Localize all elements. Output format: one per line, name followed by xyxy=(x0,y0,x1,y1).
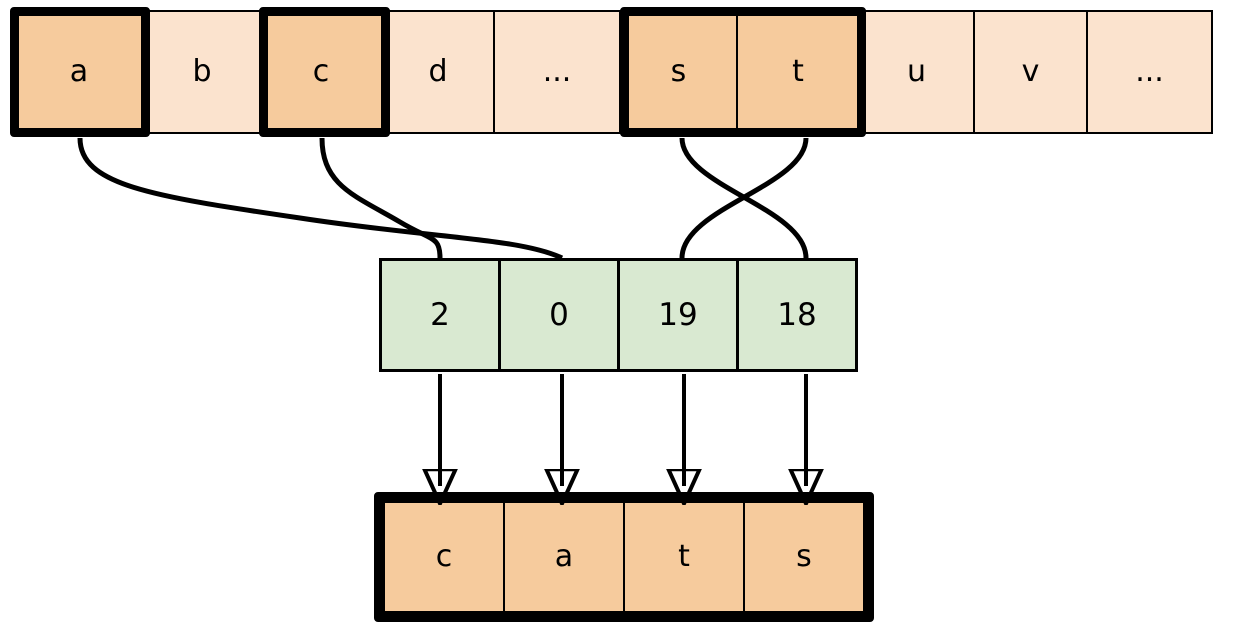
index-cell-0[interactable]: 2 xyxy=(379,258,501,372)
alphabet-cell-c[interactable]: c xyxy=(259,10,383,134)
index-row: 2 0 19 18 xyxy=(379,258,858,372)
alphabet-cell-ellipsis-2[interactable]: ... xyxy=(1086,10,1213,134)
alphabet-cell-b[interactable]: b xyxy=(143,10,261,134)
alphabet-cell-t[interactable]: t xyxy=(736,10,860,134)
alphabet-cell-label: u xyxy=(906,54,926,89)
connector-c-to-2 xyxy=(319,137,443,259)
output-cell-label: s xyxy=(796,539,812,574)
connector-s-to-18 xyxy=(679,137,809,259)
alphabet-cell-label: ... xyxy=(542,54,572,89)
alphabet-cell-label: d xyxy=(428,54,448,89)
alphabet-cell-u[interactable]: u xyxy=(858,10,975,134)
output-cell-3[interactable]: s xyxy=(743,501,865,613)
output-cell-label: c xyxy=(435,539,453,574)
alphabet-cell-label: a xyxy=(69,54,89,89)
index-cell-label: 18 xyxy=(777,296,817,333)
alphabet-cell-a[interactable]: a xyxy=(13,10,145,134)
index-cell-label: 19 xyxy=(658,296,698,333)
output-cell-label: a xyxy=(554,539,574,574)
index-cell-1[interactable]: 0 xyxy=(498,258,620,372)
alphabet-cell-label: t xyxy=(792,54,804,89)
index-cell-label: 0 xyxy=(549,296,569,333)
alphabet-cell-label: v xyxy=(1021,54,1040,89)
alphabet-cell-ellipsis-1[interactable]: ... xyxy=(493,10,621,134)
alphabet-cell-v[interactable]: v xyxy=(973,10,1088,134)
connector-t-to-19 xyxy=(679,137,809,259)
output-cell-label: t xyxy=(678,539,690,574)
index-cell-3[interactable]: 18 xyxy=(736,258,858,372)
output-cell-2[interactable]: t xyxy=(623,501,745,613)
output-row: c a t s xyxy=(374,492,874,622)
alphabet-cell-label: ... xyxy=(1135,54,1164,89)
alphabet-cell-d[interactable]: d xyxy=(381,10,495,134)
alphabet-cell-label: c xyxy=(312,54,330,89)
connector-a-to-0 xyxy=(77,137,564,261)
alphabet-cell-label: s xyxy=(670,54,687,89)
alphabet-cell-s[interactable]: s xyxy=(619,10,738,134)
alphabet-cell-label: b xyxy=(192,54,212,89)
index-cell-label: 2 xyxy=(430,296,450,333)
alphabet-row: a b c d ... s t u v ... xyxy=(13,10,1213,134)
output-cell-1[interactable]: a xyxy=(503,501,625,613)
output-cell-0[interactable]: c xyxy=(383,501,505,613)
index-cell-2[interactable]: 19 xyxy=(617,258,739,372)
